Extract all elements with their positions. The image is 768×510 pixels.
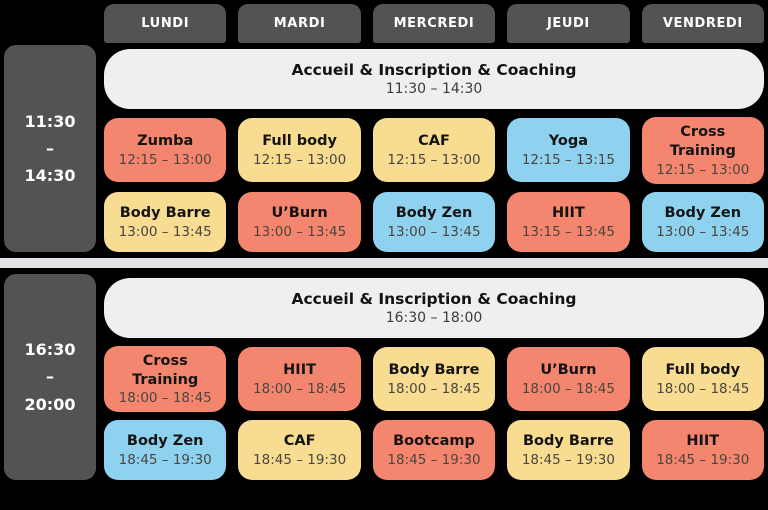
class-card: Body Zen 18:45 – 19:30 (104, 420, 227, 481)
class-card-time: 13:00 – 13:45 (253, 223, 347, 240)
class-card: Cross Training 12:15 – 13:00 (641, 117, 764, 184)
class-card-time: 18:00 – 18:45 (521, 380, 615, 397)
class-card-time: 12:15 – 13:00 (656, 161, 750, 178)
reception-banner-title: Accueil & Inscription & Coaching (291, 289, 577, 308)
class-card-title: Cross Training (132, 352, 199, 388)
class-card-time: 18:00 – 18:45 (253, 380, 347, 397)
class-card-time: 12:15 – 13:15 (521, 152, 615, 169)
reception-banner-title: Accueil & Inscription & Coaching (291, 61, 577, 79)
time-range-label: 11:30 – 14:30 (4, 45, 96, 252)
schedule-divider (0, 257, 768, 268)
class-card: Body Barre 13:00 – 13:45 (104, 191, 227, 252)
time-range-end: 20:00 (24, 394, 76, 414)
day-tab-mercredi: MERCREDI (372, 4, 496, 43)
class-card-title: Body Barre (388, 362, 480, 379)
class-card-title: CAF (418, 133, 450, 150)
time-range-end: 14:30 (24, 165, 76, 185)
class-card: Body Barre 18:45 – 19:30 (507, 420, 630, 481)
class-card: Bootcamp 18:45 – 19:30 (372, 420, 496, 481)
class-card: HIIT 18:00 – 18:45 (238, 347, 361, 412)
class-card-time: 18:00 – 18:45 (656, 380, 750, 397)
class-card: CAF 12:15 – 13:00 (372, 118, 496, 183)
day-tab-jeudi: JEUDI (507, 4, 630, 43)
class-card-time: 12:15 – 13:00 (118, 152, 212, 169)
class-card-title: Body Zen (395, 204, 473, 221)
class-card-title: Bootcamp (393, 433, 475, 450)
reception-banner-time: 11:30 – 14:30 (385, 81, 483, 97)
class-card: Cross Training 18:00 – 18:45 (104, 345, 227, 413)
day-tab-mardi: MARDI (238, 4, 361, 43)
time-range-separator: – (46, 138, 54, 158)
reception-banner: Accueil & Inscription & Coaching 16:30 –… (104, 277, 764, 338)
class-card-title: U’Burn (271, 204, 328, 221)
class-card-title: Body Barre (522, 433, 614, 450)
class-card-time: 13:00 – 13:45 (387, 223, 481, 240)
class-card-time: 13:00 – 13:45 (118, 223, 212, 240)
class-card-title: Body Zen (664, 204, 742, 221)
reception-banner: Accueil & Inscription & Coaching 11:30 –… (104, 49, 764, 109)
class-card-time: 13:00 – 13:45 (656, 223, 750, 240)
time-range-label: 16:30 – 20:00 (4, 273, 96, 481)
class-card: Zumba 12:15 – 13:00 (104, 118, 227, 183)
class-card-time: 18:45 – 19:30 (253, 452, 347, 469)
class-row: Cross Training 18:00 – 18:45 HIIT 18:00 … (104, 345, 764, 413)
class-card: Body Barre 18:00 – 18:45 (372, 347, 496, 412)
class-card: Full body 12:15 – 13:00 (238, 118, 361, 183)
class-row: Zumba 12:15 – 13:00 Full body 12:15 – 13… (104, 117, 764, 184)
class-card-title: HIIT (283, 362, 316, 379)
class-card: Full body 18:00 – 18:45 (641, 347, 764, 412)
class-card-time: 18:45 – 19:30 (521, 452, 615, 469)
class-card-time: 18:00 – 18:45 (387, 380, 481, 397)
day-tab-vendredi: VENDREDI (641, 4, 764, 43)
class-card-title: Yoga (548, 133, 589, 150)
class-row: Body Barre 13:00 – 13:45 U’Burn 13:00 – … (104, 191, 764, 252)
class-card: HIIT 18:45 – 19:30 (641, 420, 764, 481)
class-card-time: 18:45 – 19:30 (656, 452, 750, 469)
schedule-section-midday: 11:30 – 14:30 Accueil & Inscription & Co… (4, 45, 764, 252)
class-card-time: 12:15 – 13:00 (387, 152, 481, 169)
class-card: Body Zen 13:00 – 13:45 (372, 191, 496, 252)
class-card-title: Cross Training (669, 124, 736, 159)
class-card: U’Burn 13:00 – 13:45 (238, 191, 361, 252)
class-row: Body Zen 18:45 – 19:30 CAF 18:45 – 19:30… (104, 420, 764, 481)
class-card-title: Body Barre (119, 204, 211, 221)
class-card-time: 18:00 – 18:45 (118, 390, 212, 407)
class-card: Yoga 12:15 – 13:15 (507, 118, 630, 183)
class-card-title: HIIT (551, 204, 585, 221)
schedule-section-evening: 16:30 – 20:00 Accueil & Inscription & Co… (4, 273, 764, 481)
class-card-title: Body Zen (126, 433, 204, 450)
class-card-title: HIIT (686, 433, 720, 450)
class-card-time: 18:45 – 19:30 (387, 452, 481, 469)
class-card-title: Full body (262, 133, 337, 150)
class-card: U’Burn 18:00 – 18:45 (507, 347, 630, 412)
class-card-time: 12:15 – 13:00 (253, 152, 347, 169)
class-card-title: CAF (283, 433, 316, 450)
time-range-start: 16:30 (24, 340, 76, 360)
class-card: HIIT 13:15 – 13:45 (507, 191, 630, 252)
reception-banner-time: 16:30 – 18:00 (385, 309, 483, 326)
day-header-row: LUNDI MARDI MERCREDI JEUDI VENDREDI (104, 4, 764, 43)
class-card-time: 13:15 – 13:45 (521, 223, 615, 240)
time-range-separator: – (46, 367, 54, 387)
class-card-time: 18:45 – 19:30 (118, 452, 212, 469)
class-card-title: Zumba (137, 133, 194, 150)
time-range-start: 11:30 (24, 111, 76, 131)
class-card: Body Zen 13:00 – 13:45 (641, 191, 764, 252)
class-card-title: Full body (665, 362, 741, 379)
day-tab-lundi: LUNDI (104, 4, 227, 43)
class-card: CAF 18:45 – 19:30 (238, 420, 361, 481)
class-card-title: U’Burn (540, 362, 597, 379)
